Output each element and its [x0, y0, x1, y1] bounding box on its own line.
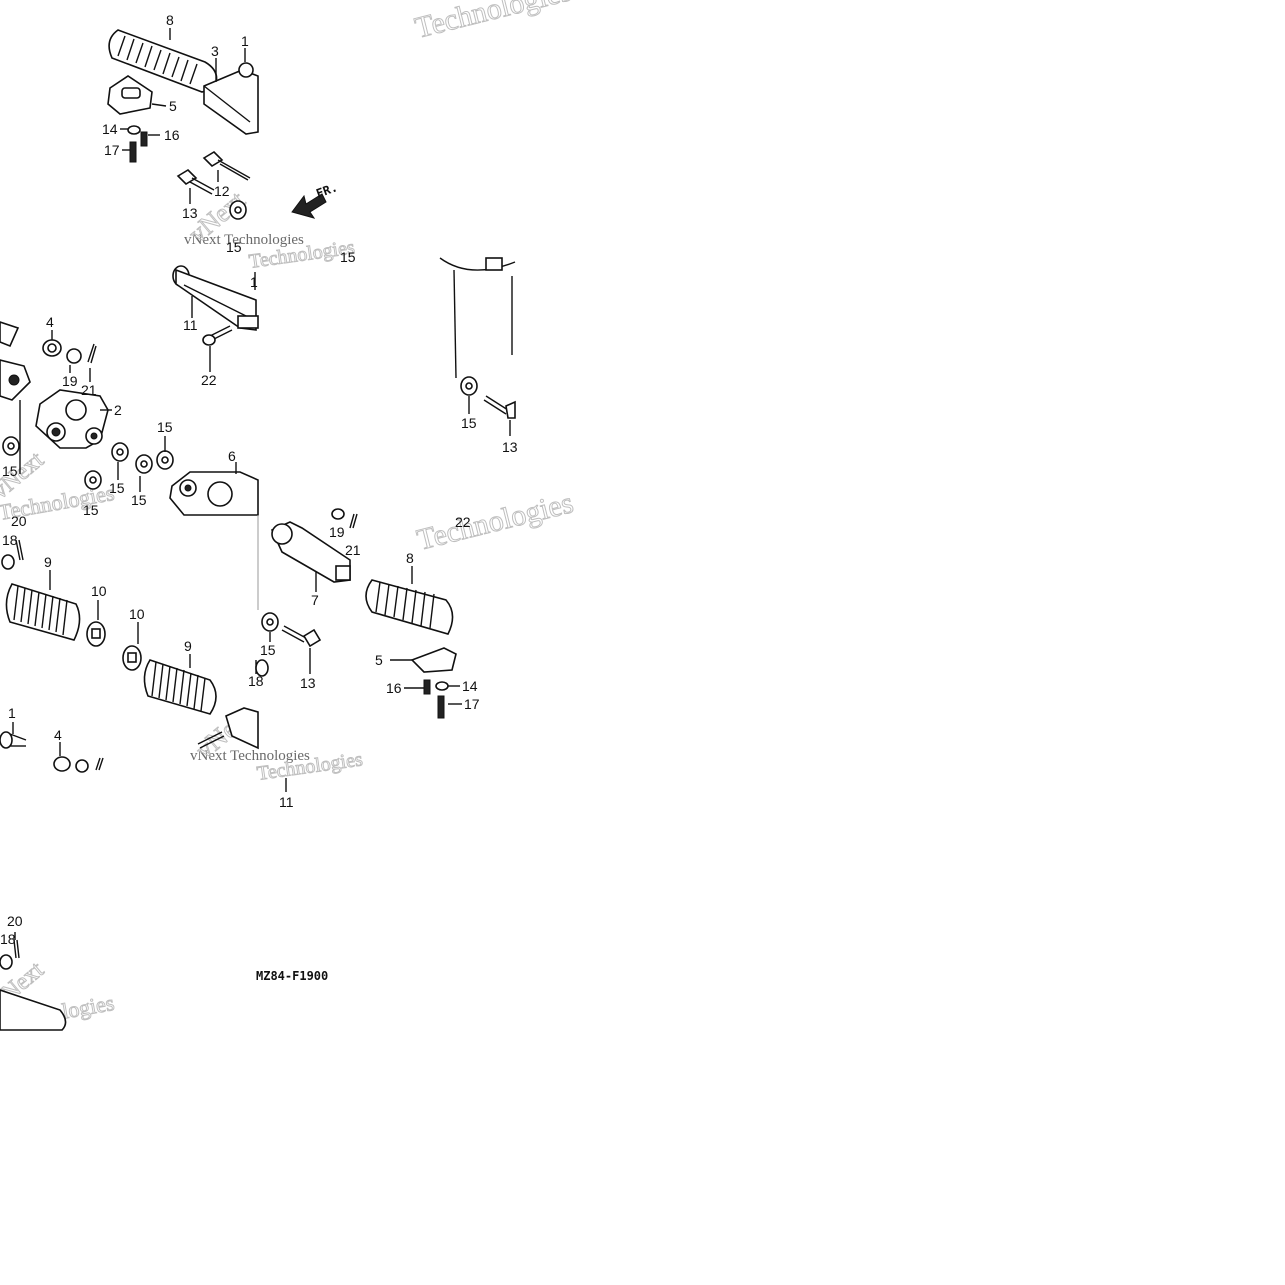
washer-icon [86, 621, 106, 647]
watermark: Technologies [412, 0, 575, 45]
washer-icon [1, 554, 15, 570]
callout-label: 1 [241, 33, 249, 49]
callout-label: 21 [81, 382, 97, 398]
callout-label: 6 [228, 448, 236, 464]
callout-label: 15 [340, 249, 356, 265]
tile-rear-footpeg-rubbers: 20 18 9 10 10 9 1 4 18 [0, 513, 264, 773]
callout-label: 4 [54, 727, 62, 743]
callout-label: 13 [502, 439, 518, 455]
callout-label: 13 [182, 205, 198, 221]
callout-label: 8 [406, 550, 414, 566]
washer-icon [135, 454, 153, 474]
watermark: Technologies [414, 486, 577, 557]
washer-icon [2, 436, 20, 456]
washer-icon [84, 470, 102, 490]
bolt-icon [176, 168, 215, 195]
callout-label: 15 [157, 419, 173, 435]
washer-icon [122, 645, 142, 671]
pin-icon [0, 731, 13, 749]
callout-label: 16 [164, 127, 180, 143]
callout-label: 9 [44, 554, 52, 570]
spring-icon [42, 339, 62, 357]
callout-label: 15 [226, 239, 242, 255]
callout-label: 15 [131, 492, 147, 508]
callout-label: 20 [11, 513, 27, 529]
callout-label: 1 [250, 274, 258, 290]
washer-icon [0, 954, 13, 970]
footpeg-holder-icon [35, 389, 109, 449]
callout-label: 17 [104, 142, 120, 158]
callout-label: 2 [114, 402, 122, 418]
callout-label: 7 [311, 592, 319, 608]
bracket-icon [410, 647, 457, 673]
direction-label: FR. [314, 180, 339, 201]
callout-label: 10 [129, 606, 145, 622]
callout-label: 5 [169, 98, 177, 114]
callout-label: 20 [7, 913, 23, 929]
cotter-pin-icon [15, 539, 24, 561]
diagram-code: MZ84-F1900 [256, 969, 328, 983]
callout-label: 15 [461, 415, 477, 431]
callout-label: 22 [455, 514, 471, 530]
callout-label: 17 [464, 696, 480, 712]
callout-label: 22 [201, 372, 217, 388]
callout-label: 5 [375, 652, 383, 668]
callout-label: 10 [91, 583, 107, 599]
bolt-icon [281, 625, 322, 648]
tile-lower-left: 20 18 [0, 913, 67, 1031]
callout-label: 11 [183, 317, 198, 333]
callout-label: 15 [2, 463, 18, 479]
footpeg-arm-icon [270, 521, 351, 583]
footpeg-rubber-icon [5, 583, 81, 641]
front-direction-arrow-icon: FR. [291, 180, 339, 219]
callout-label: 11 [279, 794, 294, 810]
callout-label: 21 [345, 542, 361, 558]
spring-icon [53, 756, 71, 772]
callout-label: 16 [386, 680, 402, 696]
tile-front-footpeg: 8 3 1 5 14 16 17 12 13 15 [102, 12, 259, 255]
cotter-pin-icon [87, 343, 97, 364]
footpeg-rubber-icon [365, 579, 454, 635]
pin-icon [238, 62, 254, 78]
callout-label: 18 [0, 931, 16, 947]
tile-rear-pin-washer: 15 15 13 [340, 249, 518, 455]
footpeg-pin-icon [172, 265, 259, 331]
callout-label: 1 [8, 705, 16, 721]
callout-label: 14 [462, 678, 478, 694]
callout-label: 19 [329, 524, 345, 540]
callout-label: 14 [102, 121, 118, 137]
callout-label: 13 [300, 675, 316, 691]
tile-rear-footpeg-right: 19 21 22 8 7 15 13 5 16 14 17 11 [255, 508, 480, 810]
callout-label: 4 [46, 314, 54, 330]
callout-label: 12 [214, 183, 230, 199]
tile-footpeg-holder: 1 11 4 19 21 22 2 15 6 15 15 15 15 [0, 265, 259, 518]
callout-label: 18 [2, 532, 18, 548]
callout-label: 15 [260, 642, 276, 658]
watermark: vNext Technologies [184, 232, 304, 248]
bolt-icon [202, 150, 251, 181]
callout-label: 15 [83, 502, 99, 518]
footpeg-rubber-icon [143, 659, 217, 715]
washer-icon [111, 442, 129, 462]
callout-label: 8 [166, 12, 174, 28]
watermark: vNext Technologies [190, 748, 310, 764]
washer-icon [156, 450, 174, 470]
washer-icon [66, 348, 82, 364]
callout-label: 3 [211, 43, 219, 59]
callout-label: 15 [109, 480, 125, 496]
cotter-pin-icon [13, 939, 20, 959]
callout-label: 19 [62, 373, 78, 389]
callout-label: 9 [184, 638, 192, 654]
callout-label: 18 [248, 673, 264, 689]
footpeg-holder-icon [169, 471, 259, 516]
